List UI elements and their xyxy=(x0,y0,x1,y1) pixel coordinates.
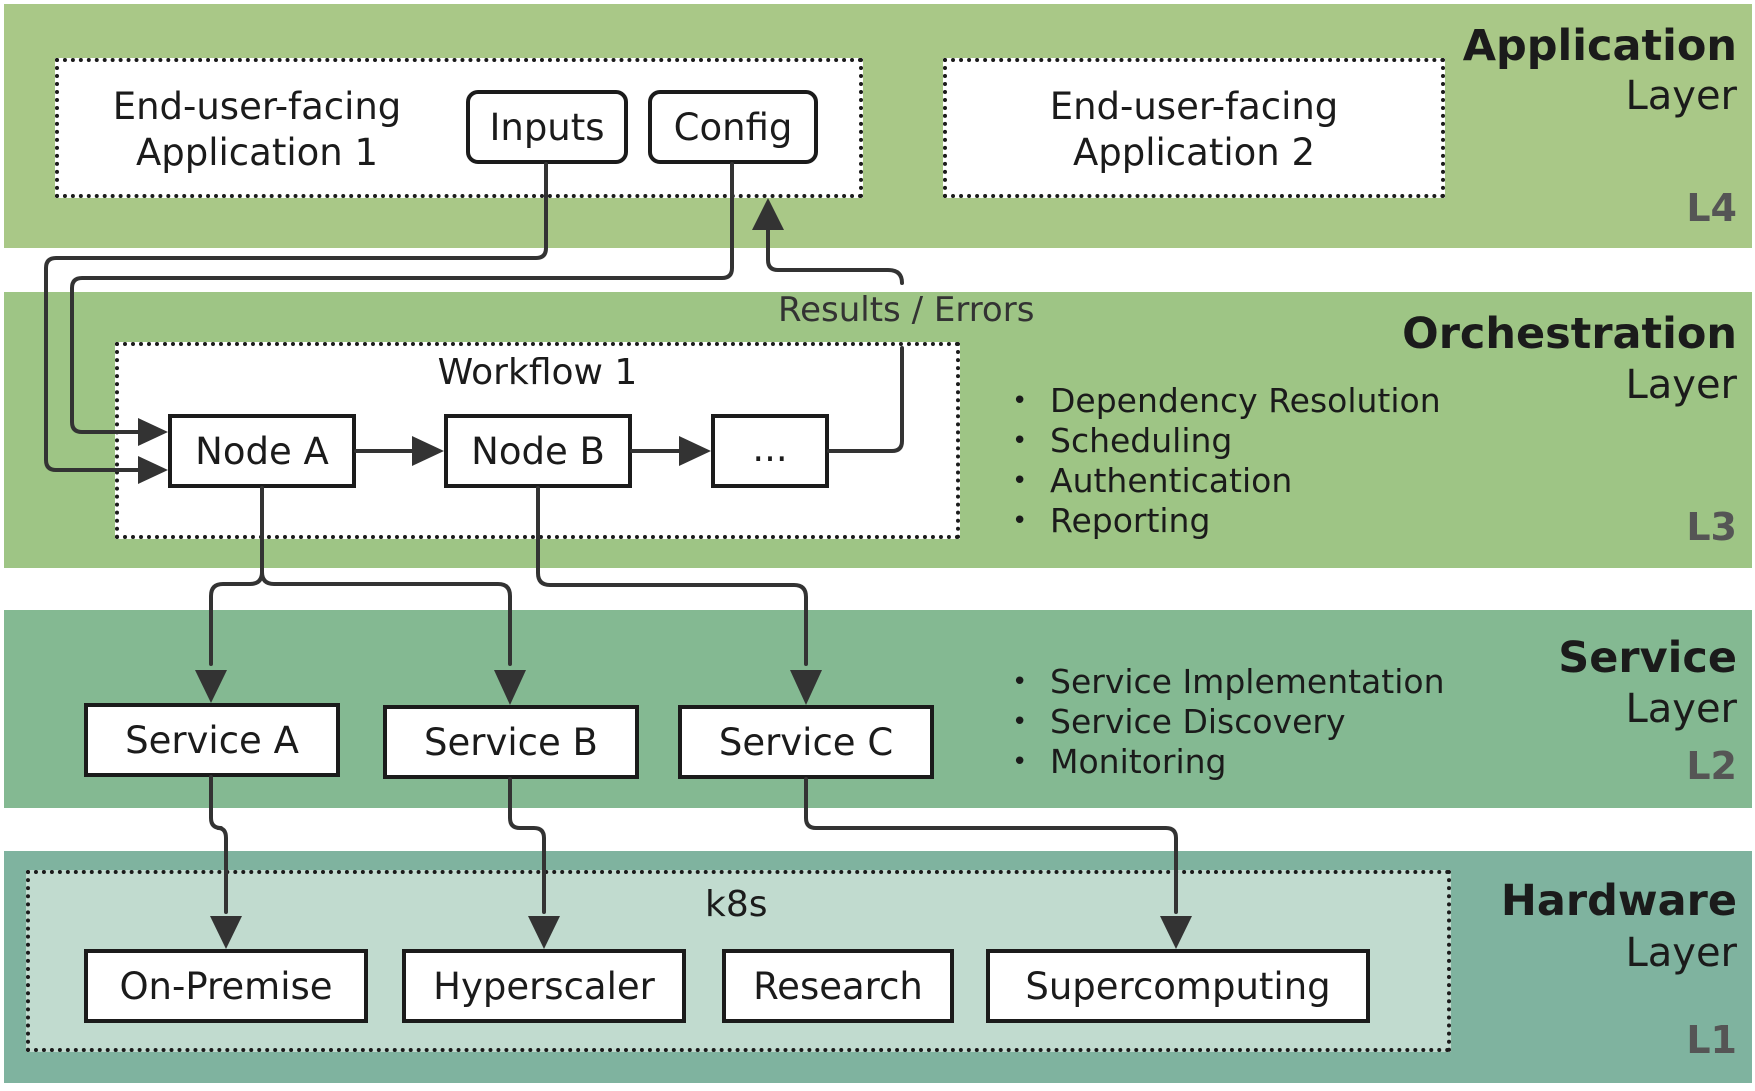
k8s-label: k8s xyxy=(705,884,768,925)
service-layer-id: L2 xyxy=(1686,744,1737,788)
orchestration-feature-item: Scheduling xyxy=(1012,421,1441,461)
service-feature-item: Service Discovery xyxy=(1012,702,1445,742)
service-layer-title: Service xyxy=(1558,633,1737,683)
service-a-box: Service A xyxy=(84,703,340,777)
config-box: Config xyxy=(648,90,818,164)
orchestration-layer-id: L3 xyxy=(1686,505,1737,549)
application-1-line1: End-user-facing xyxy=(112,85,402,128)
orchestration-feature-item: Reporting xyxy=(1012,501,1441,541)
hardware-layer-subtitle: Layer xyxy=(1625,930,1737,976)
service-c-box: Service C xyxy=(678,705,934,779)
hardware-layer-id: L1 xyxy=(1686,1018,1737,1062)
service-feature-item: Monitoring xyxy=(1012,742,1445,782)
application-layer-subtitle: Layer xyxy=(1625,73,1737,119)
on-premise-box: On-Premise xyxy=(84,949,368,1023)
orchestration-feature-list: Dependency Resolution Scheduling Authent… xyxy=(1012,381,1441,541)
results-errors-label: Results / Errors xyxy=(778,290,1035,330)
node-b-box: Node B xyxy=(444,414,632,488)
supercomputing-box: Supercomputing xyxy=(986,949,1370,1023)
application-layer-title: Application xyxy=(1462,21,1737,71)
hyperscaler-box: Hyperscaler xyxy=(402,949,686,1023)
application-2-label: End-user-facing Application 2 xyxy=(943,84,1445,176)
workflow-label: Workflow 1 xyxy=(437,352,638,393)
node-a-box: Node A xyxy=(168,414,356,488)
service-feature-list: Service Implementation Service Discovery… xyxy=(1012,662,1445,782)
orchestration-feature-item: Dependency Resolution xyxy=(1012,381,1441,421)
orchestration-layer-title: Orchestration xyxy=(1402,309,1737,359)
more-nodes-box: ... xyxy=(711,414,829,488)
application-2-line2: Application 2 xyxy=(1072,131,1316,174)
service-feature-item: Service Implementation xyxy=(1012,662,1445,702)
application-layer-id: L4 xyxy=(1686,186,1737,230)
inputs-box: Inputs xyxy=(466,90,628,164)
service-b-box: Service B xyxy=(383,705,639,779)
application-2-line1: End-user-facing xyxy=(1049,85,1339,128)
orchestration-layer-subtitle: Layer xyxy=(1625,362,1737,408)
application-2-container xyxy=(943,58,1445,198)
research-box: Research xyxy=(722,949,954,1023)
orchestration-feature-item: Authentication xyxy=(1012,461,1441,501)
service-layer-subtitle: Layer xyxy=(1625,686,1737,732)
hardware-layer-title: Hardware xyxy=(1500,876,1737,926)
application-1-label: End-user-facing Application 1 xyxy=(82,84,432,176)
application-1-line2: Application 1 xyxy=(135,131,379,174)
